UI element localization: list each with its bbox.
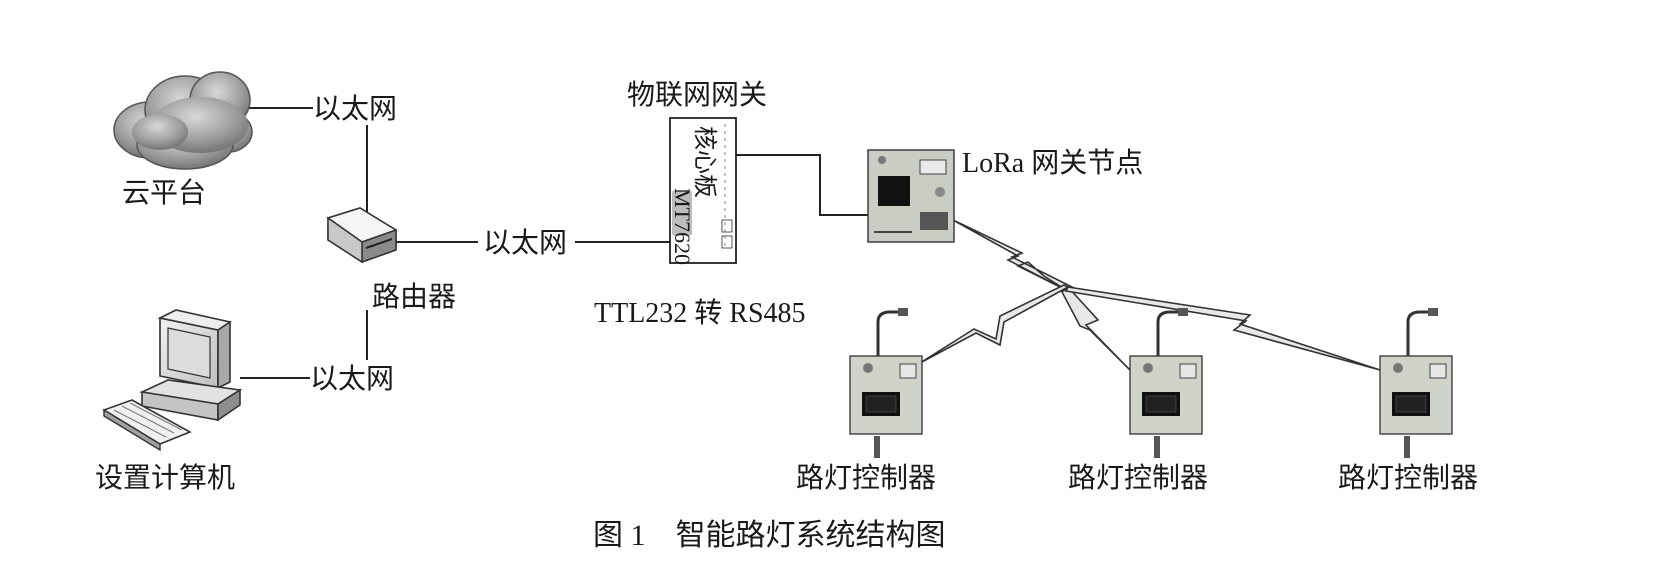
- ethernet-label-top: 以太网: [313, 93, 397, 125]
- wireless-link-hub-to-controller-1: [919, 284, 1070, 364]
- ttl-converter-label: TTL232 转 RS485: [594, 297, 806, 329]
- gateway-lora-line: [736, 154, 870, 216]
- cloud-icon: [113, 71, 253, 170]
- connection-lines: [240, 107, 870, 379]
- wireless-links: [919, 219, 1381, 371]
- router-label: 路由器: [372, 281, 456, 313]
- mt7620-label: MT7620: [670, 188, 695, 265]
- computer-label: 设置计算机: [95, 462, 235, 494]
- street-light-label-3: 路灯控制器: [1338, 462, 1478, 494]
- wireless-link-lora-to-hub: [952, 219, 1075, 291]
- cloud-label: 云平台: [122, 177, 206, 209]
- figure-caption: 图 1 智能路灯系统结构图: [593, 519, 946, 552]
- street-light-controller-icon: [849, 308, 923, 458]
- lora-gateway-label: LoRa 网关节点: [962, 147, 1143, 179]
- gateway-board-icon: [669, 117, 737, 264]
- computer-icon: [102, 309, 243, 452]
- lora-module-icon: [867, 149, 955, 243]
- wireless-link-hub-to-controller-3: [1064, 286, 1381, 371]
- core-board-label: 核心板: [691, 126, 718, 198]
- street-light-label-2: 路灯控制器: [1068, 462, 1208, 494]
- street-light-label-1: 路灯控制器: [796, 462, 936, 494]
- street-light-controller-icon: [1379, 308, 1453, 458]
- router-icon: [326, 207, 398, 264]
- ethernet-label-bottom: 以太网: [310, 363, 394, 395]
- street-light-controller-icon: [1129, 308, 1203, 458]
- wireless-link-hub-to-controller-2: [1060, 285, 1131, 371]
- iot-gateway-label: 物联网网关: [627, 79, 767, 111]
- ethernet-label-mid: 以太网: [483, 227, 567, 259]
